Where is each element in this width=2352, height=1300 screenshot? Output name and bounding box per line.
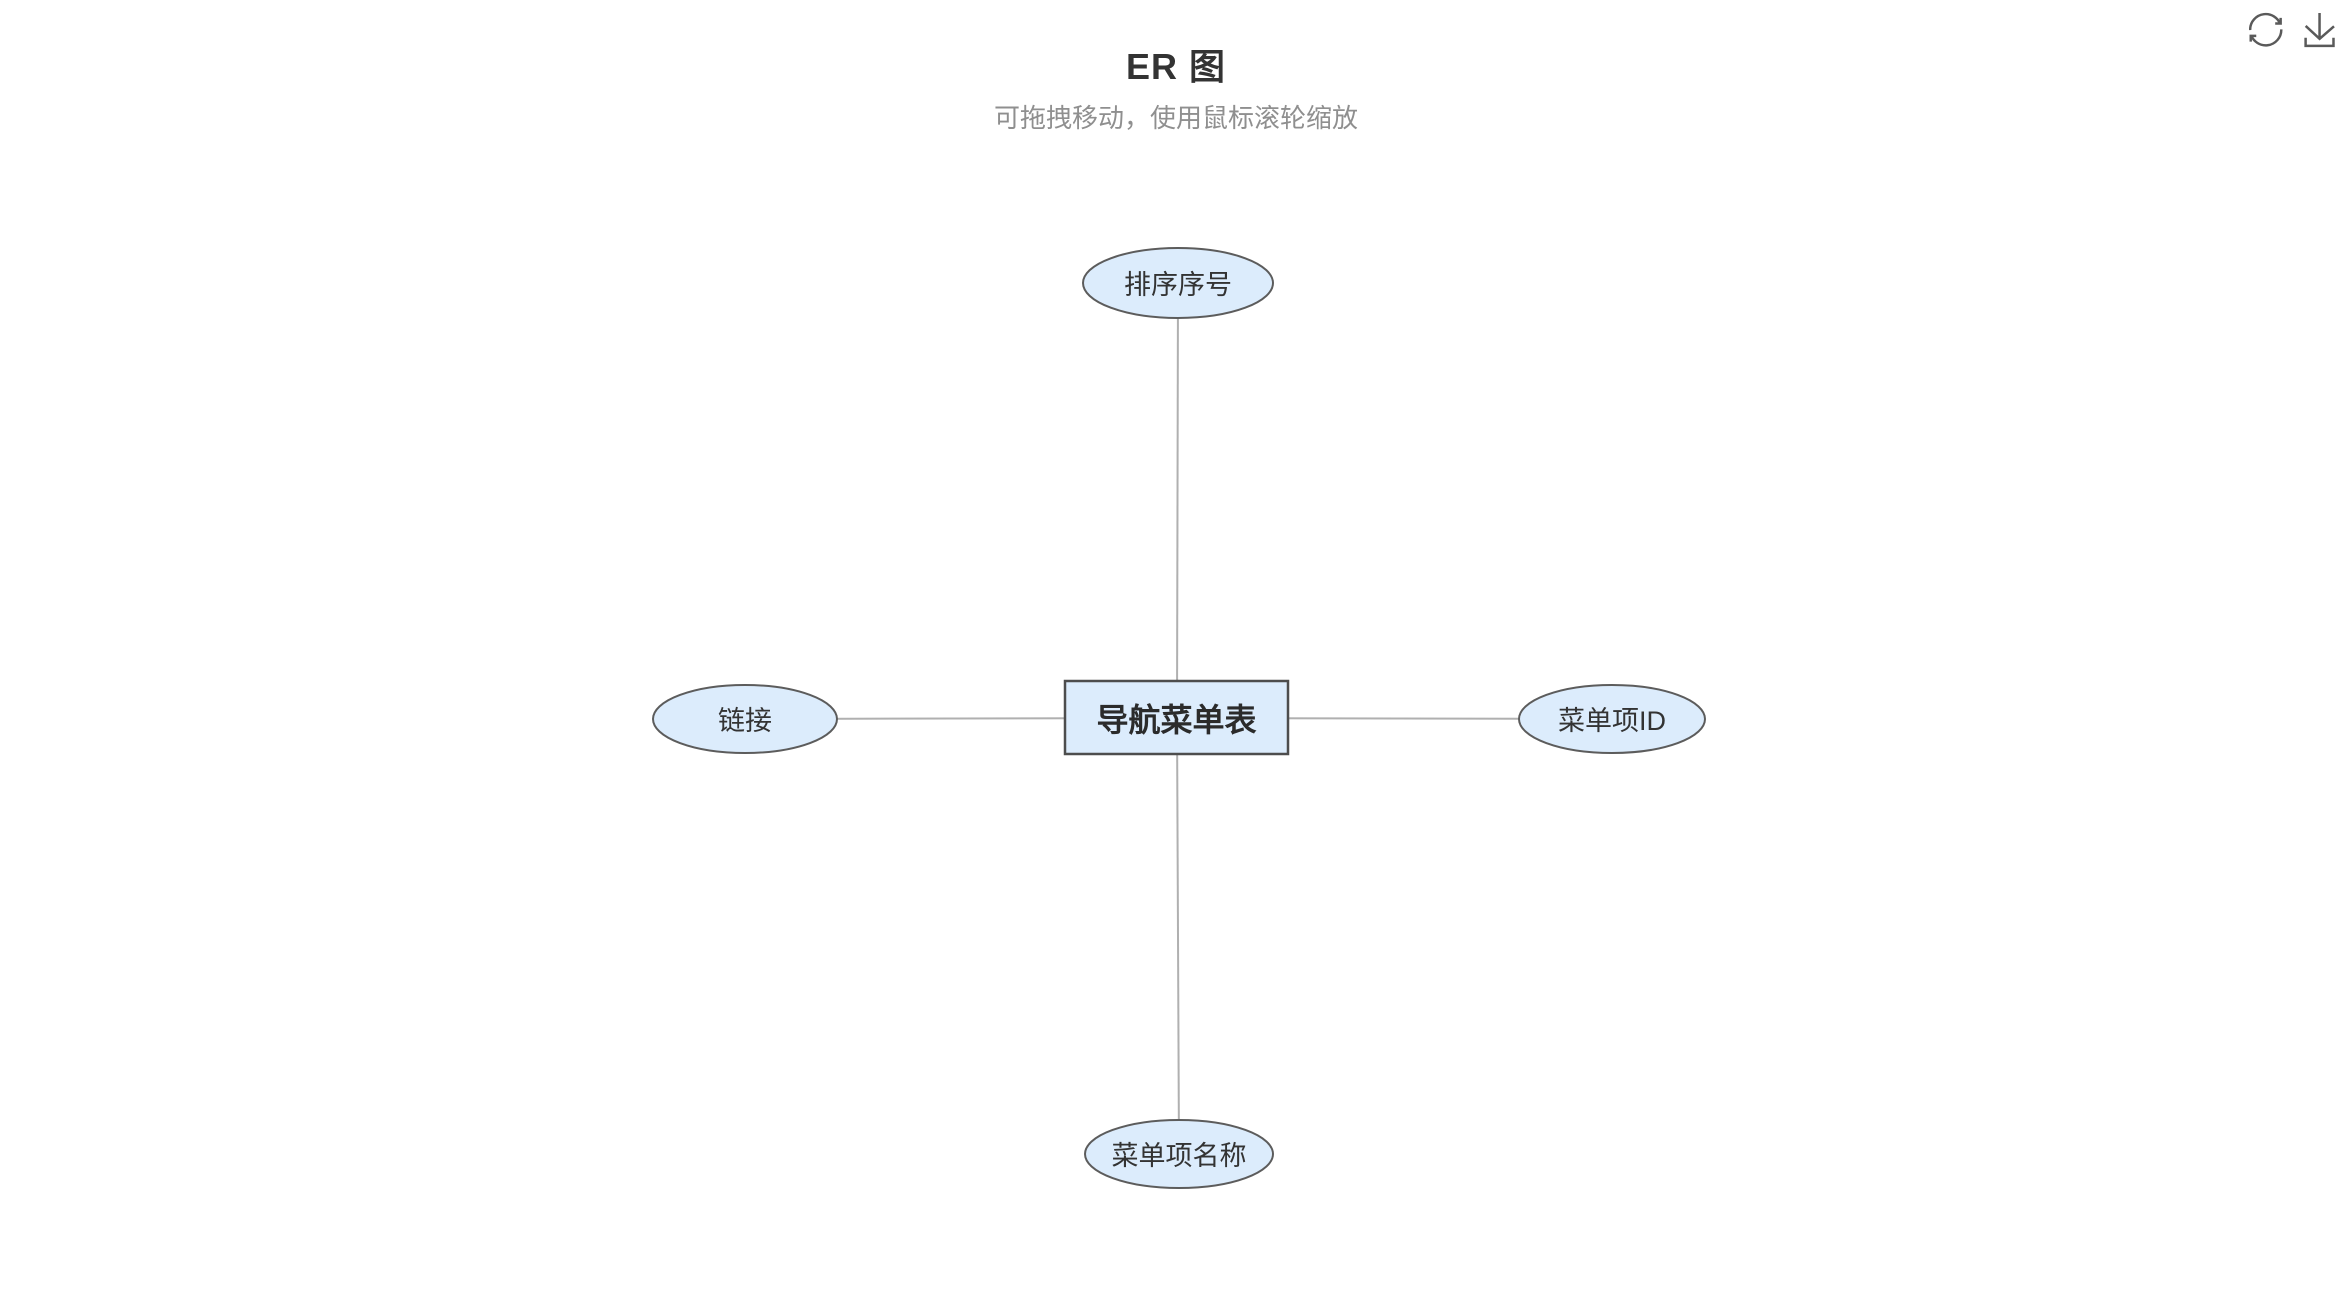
attribute-ellipse[interactable] <box>1518 684 1706 754</box>
refresh-icon <box>2249 12 2283 47</box>
attribute-node-top[interactable]: 排序序号 <box>1082 247 1274 319</box>
entity-node[interactable]: 导航菜单表 <box>1063 679 1290 756</box>
page-title: ER 图 <box>1125 46 1226 87</box>
attribute-ellipse[interactable] <box>1082 247 1274 319</box>
attribute-label: 链接 <box>718 706 772 736</box>
attribute-node-bottom[interactable]: 菜单项名称 <box>1084 1119 1274 1189</box>
attribute-node-left[interactable]: 链接 <box>652 684 838 754</box>
edge-entity-top <box>1176 282 1179 719</box>
attribute-ellipse[interactable] <box>1084 1119 1274 1189</box>
attribute-node-right[interactable]: 菜单项ID <box>1518 684 1706 754</box>
entity-label: 导航菜单表 <box>1096 702 1256 738</box>
edge-entity-bottom <box>1176 717 1180 1155</box>
toolbar <box>2249 12 2337 48</box>
entity-rect[interactable] <box>1063 679 1290 756</box>
attribute-label: 菜单项ID <box>1558 706 1666 736</box>
attribute-label: 菜单项名称 <box>1112 1141 1247 1171</box>
attribute-label: 排序序号 <box>1124 270 1232 300</box>
attribute-ellipse[interactable] <box>652 684 838 754</box>
download-button[interactable] <box>2303 12 2337 48</box>
download-icon <box>2304 13 2335 48</box>
page-subtitle: 可拖拽移动，使用鼠标滚轮缩放 <box>993 103 1358 133</box>
restore-button[interactable] <box>2249 12 2283 48</box>
